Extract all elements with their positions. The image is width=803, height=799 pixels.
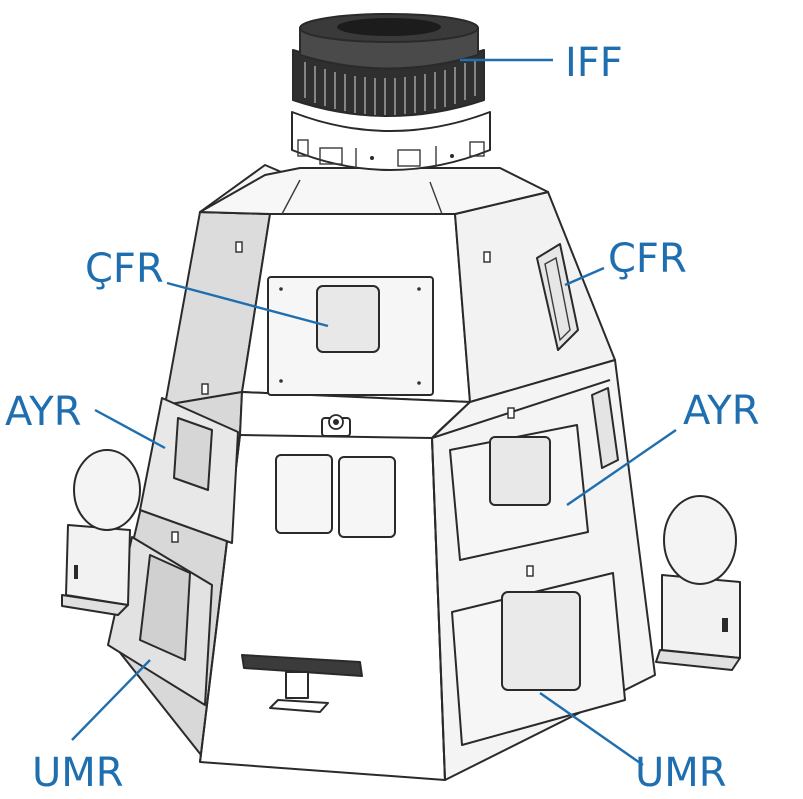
label-ayr-left: AYR bbox=[5, 389, 81, 435]
front-sensor bbox=[321, 414, 351, 437]
callout-labels: IFF ÇFR ÇFR AYR AYR UMR UMR bbox=[5, 40, 759, 796]
front-windows bbox=[275, 454, 396, 538]
label-cfr-right: ÇFR bbox=[608, 236, 687, 282]
front-radar-bar bbox=[241, 654, 363, 713]
cfr-front-panel bbox=[267, 276, 434, 396]
label-iff: IFF bbox=[565, 40, 623, 86]
right-dome-unit bbox=[655, 495, 741, 671]
umr-right-panel bbox=[451, 572, 626, 746]
label-ayr-right: AYR bbox=[683, 388, 759, 434]
ayr-right-panel bbox=[449, 387, 619, 561]
label-cfr-left: ÇFR bbox=[85, 246, 164, 292]
label-umr-right: UMR bbox=[635, 750, 727, 796]
leader-lines bbox=[71, 58, 677, 766]
left-dome-unit bbox=[61, 449, 141, 616]
cfr-side-panel bbox=[536, 243, 579, 351]
iff-unit bbox=[291, 13, 491, 171]
slot-details bbox=[171, 241, 534, 577]
label-umr-left: UMR bbox=[32, 750, 124, 796]
ayr-left-panel bbox=[139, 397, 239, 544]
